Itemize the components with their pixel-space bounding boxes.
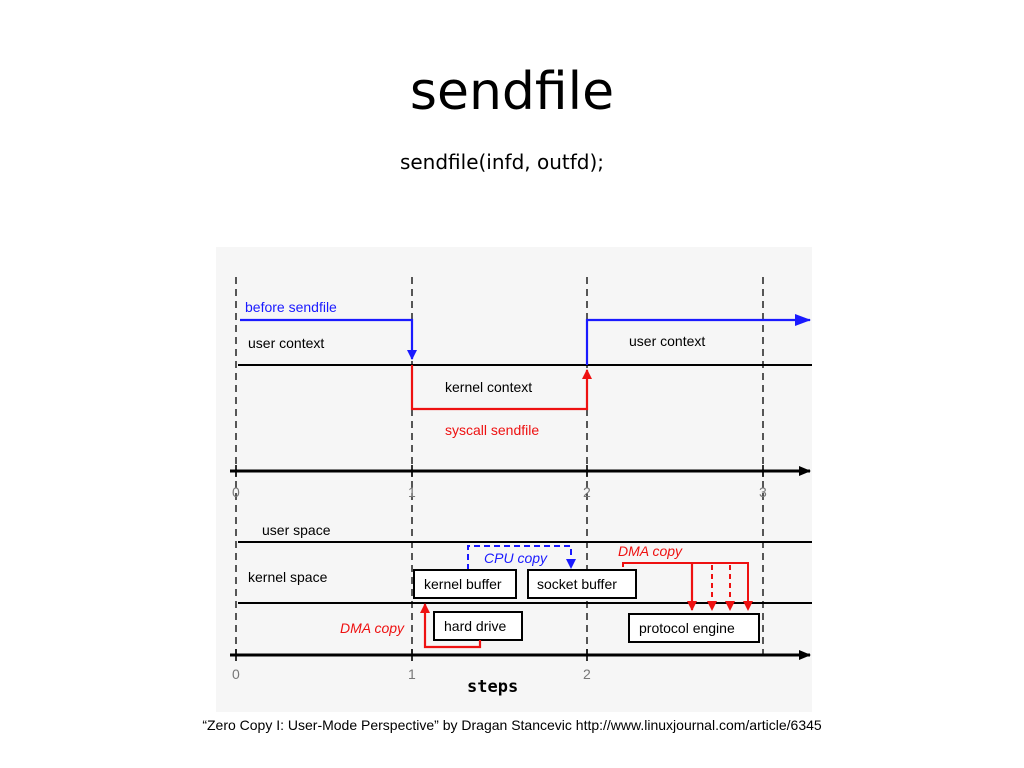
steps-axis-label: steps bbox=[467, 677, 518, 697]
kernel-buffer-box bbox=[413, 569, 517, 599]
diagram-svg: before sendfile user context kernel cont… bbox=[230, 277, 812, 697]
slide-subtitle: sendfile(infd, outfd); bbox=[399, 150, 605, 174]
sendfile-diagram: before sendfile user context kernel cont… bbox=[216, 247, 812, 712]
bottom-tick-1: 1 bbox=[408, 666, 416, 682]
syscall-sendfile-arrow bbox=[410, 365, 592, 411]
top-tick-0: 0 bbox=[232, 484, 240, 500]
top-axis-ticks bbox=[235, 465, 764, 477]
syscall-sendfile-label: syscall sendfile bbox=[445, 422, 539, 438]
top-tick-3: 3 bbox=[759, 484, 767, 500]
socket-buffer-box bbox=[527, 569, 637, 599]
kernel-space-label: kernel space bbox=[248, 569, 328, 585]
before-sendfile-label: before sendfile bbox=[245, 299, 337, 315]
protocol-engine-box bbox=[628, 613, 760, 643]
top-tick-2: 2 bbox=[583, 484, 591, 500]
bottom-axis-ticks bbox=[235, 649, 588, 661]
dma-copy-left-arrow bbox=[420, 603, 482, 649]
top-axis-tick-labels: 0 1 2 3 bbox=[232, 484, 767, 500]
kernel-buffer-label: kernel buffer bbox=[424, 576, 502, 592]
cpu-copy-arrow bbox=[467, 545, 576, 570]
user-context-right-label: user context bbox=[629, 333, 705, 349]
dma-copy-left-label: DMA copy bbox=[340, 620, 405, 636]
user-space-label: user space bbox=[262, 522, 331, 538]
kernel-context-label: kernel context bbox=[445, 379, 532, 395]
protocol-engine-label: protocol engine bbox=[639, 620, 735, 636]
user-context-left-label: user context bbox=[248, 335, 324, 351]
bottom-axis-tick-labels: 0 1 2 bbox=[232, 666, 591, 682]
socket-buffer-label: socket buffer bbox=[537, 576, 617, 592]
return-user-arrow bbox=[585, 314, 811, 365]
citation: “Zero Copy I: User-Mode Perspective” by … bbox=[202, 717, 822, 733]
bottom-tick-0: 0 bbox=[232, 666, 240, 682]
dma-copy-right-label: DMA copy bbox=[618, 543, 683, 559]
before-sendfile-arrow bbox=[240, 318, 417, 360]
top-tick-1: 1 bbox=[408, 484, 416, 500]
hard-drive-box bbox=[433, 611, 523, 641]
hard-drive-label: hard drive bbox=[444, 618, 506, 634]
cpu-copy-label: CPU copy bbox=[484, 550, 548, 566]
slide-title: sendfile bbox=[409, 62, 615, 122]
bottom-tick-2: 2 bbox=[583, 666, 591, 682]
